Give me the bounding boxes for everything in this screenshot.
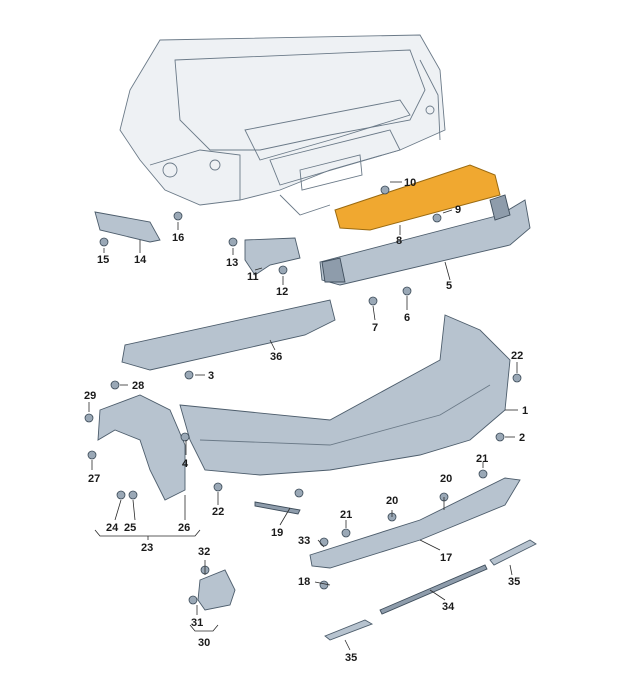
part-35-trim-right [489,539,537,566]
callout-16: 16 [172,232,184,244]
callout-27: 27 [88,473,100,485]
callout-11: 11 [247,271,259,283]
callout-5: 5 [446,280,452,292]
part-35-trim-lower [324,619,374,641]
callout-31: 31 [191,617,203,629]
callout-24: 24 [106,522,119,534]
callout-15: 15 [97,254,109,266]
callout-25: 25 [124,522,136,534]
callout-4: 4 [182,458,189,470]
callout-17: 17 [440,552,452,564]
part-14-bracket [94,211,161,243]
callout-9: 9 [455,204,461,216]
part-19-strip [254,501,301,515]
callout-7: 7 [372,322,378,334]
callout-35-right: 35 [508,576,520,588]
part-36-impact-absorber [121,299,336,371]
callout-1: 1 [522,405,528,417]
callout-32: 32 [198,546,210,558]
callout-13: 13 [226,257,238,269]
callout-19: 19 [271,527,283,539]
callout-35-lower: 35 [345,652,357,664]
callout-10: 10 [404,177,416,189]
callout-36: 36 [270,351,282,363]
part-1-bumper-cover [179,314,511,476]
callout-20-left: 20 [386,495,398,507]
callout-2: 2 [519,432,525,444]
callout-20-right: 20 [440,473,452,485]
part-11-bracket [244,237,301,276]
vehicle-rear-body-shell [119,34,446,216]
callout-26: 26 [178,522,190,534]
part-30-mud-flap [197,569,236,611]
callout-6: 6 [404,312,410,324]
part-8-highlighted-bracket [334,164,501,231]
callout-labels: 1 2 3 4 5 6 7 8 9 10 11 12 13 14 15 16 1… [84,177,528,664]
callout-22-right: 22 [511,350,523,362]
callout-18: 18 [298,576,310,588]
callout-29: 29 [84,390,96,402]
callout-34: 34 [442,601,455,613]
callout-23: 23 [141,542,153,554]
callout-12: 12 [276,286,288,298]
callout-30: 30 [198,637,210,649]
leader-lines [88,181,518,651]
callout-21-right: 21 [476,453,488,465]
callout-33: 33 [298,535,310,547]
callout-14: 14 [134,254,147,266]
part-34-chrome-strip [379,564,488,615]
callout-28: 28 [132,380,144,392]
part-17-diffuser [309,477,521,569]
callout-3: 3 [208,370,214,382]
callout-21-left: 21 [340,509,352,521]
fasteners [84,185,522,605]
part-23-wheel-arch-liner [97,394,186,501]
callout-8: 8 [396,235,402,247]
callout-22-left: 22 [212,506,224,518]
